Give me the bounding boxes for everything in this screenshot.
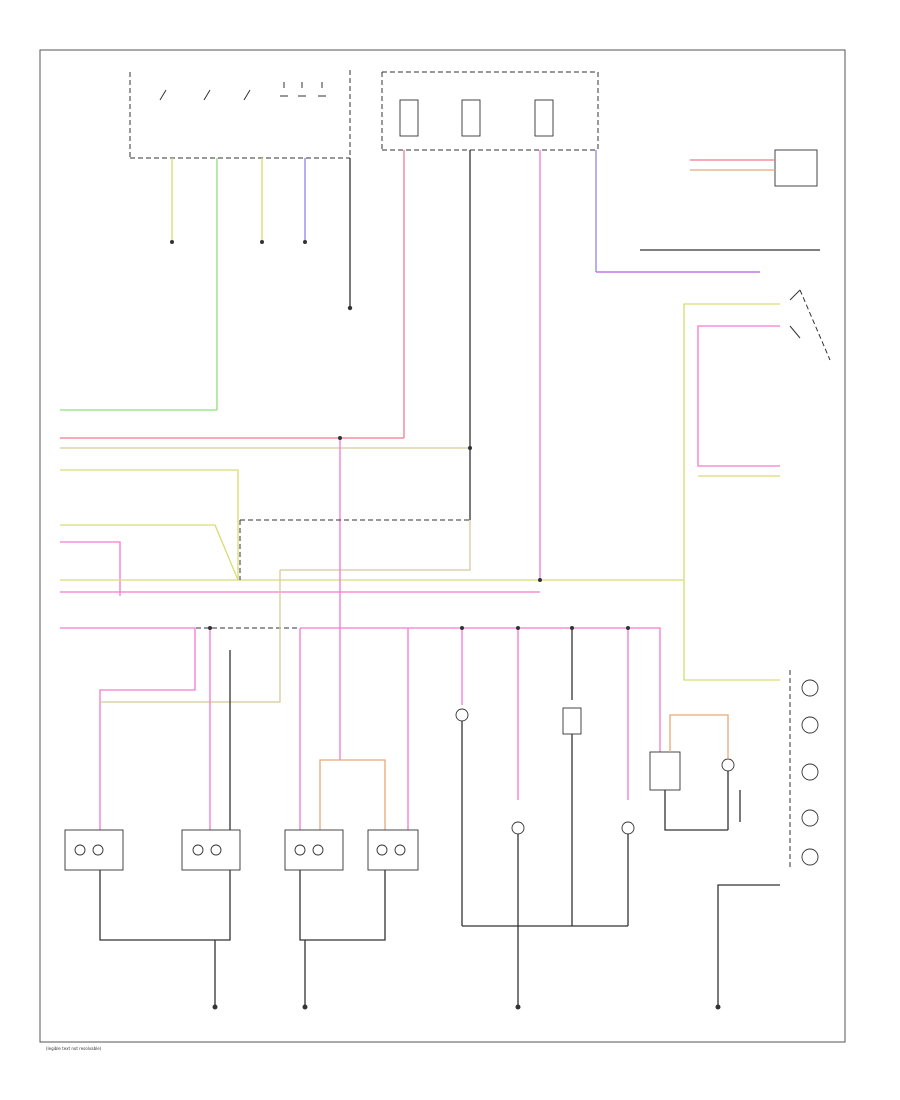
wire-pink-bus-right	[300, 627, 661, 760]
wire-tan-long	[280, 520, 471, 571]
wire-right-return	[664, 790, 728, 831]
wire-pink-bus-low	[60, 627, 196, 830]
lamp-assembly-4	[367, 829, 419, 871]
wire-ground-bus-1	[99, 870, 231, 941]
lamp-assembly-2	[181, 829, 241, 871]
lamp-assembly-3	[284, 829, 344, 871]
bus-splices	[208, 436, 630, 630]
switch-right	[789, 289, 831, 361]
headlamp-switch-block	[129, 70, 351, 159]
wire-pink-left	[60, 541, 121, 596]
wire-tan-bus-low	[100, 570, 281, 703]
wire-yellow-left	[60, 524, 239, 581]
wire-yellow-mid	[60, 469, 239, 580]
connector-dot	[170, 240, 174, 244]
ground-symbols	[212, 1004, 721, 1010]
connector-dot	[260, 240, 264, 244]
wire-orange-right	[669, 714, 729, 759]
wire-right-ground	[717, 884, 780, 1005]
wire-orange-loop	[319, 759, 386, 830]
relay-right-lower	[649, 751, 681, 791]
connector-right-top	[774, 149, 818, 187]
wire-yellow-right	[683, 303, 780, 681]
lamp-row	[455, 707, 735, 835]
lamp-column-right	[789, 670, 819, 870]
connector-dot	[303, 240, 307, 244]
connector-dot	[347, 305, 353, 311]
lamp-assembly-1	[64, 829, 124, 871]
diagram-frame	[39, 49, 846, 1043]
splice-box-center	[239, 519, 470, 580]
wire-ground-bus-3	[299, 870, 386, 941]
footer-code: (legible text not resolvable)	[46, 1046, 102, 1051]
relay-box-top	[381, 71, 599, 151]
wire-pink-right-2	[697, 325, 780, 467]
